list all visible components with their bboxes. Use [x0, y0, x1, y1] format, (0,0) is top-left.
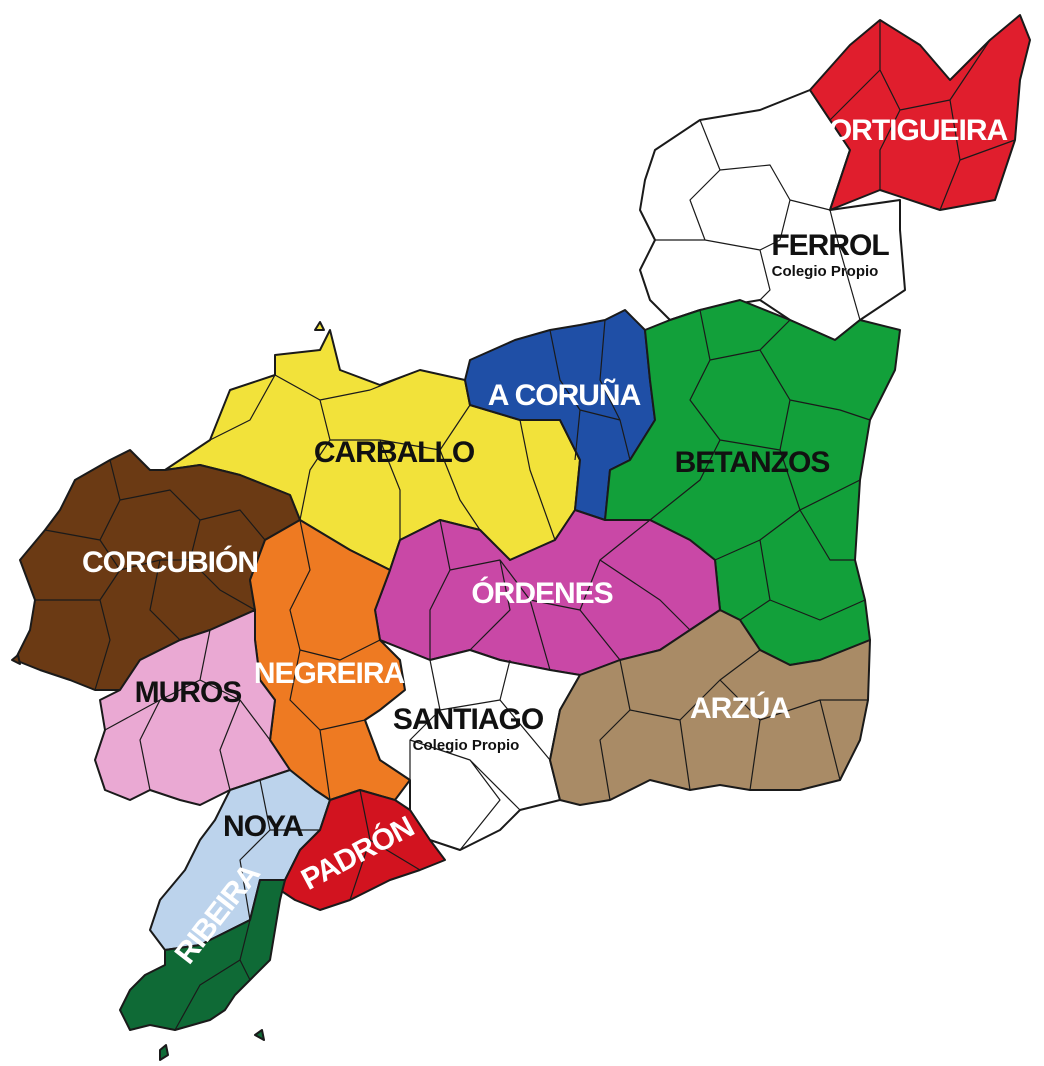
label-carballo: CARBALLO: [314, 436, 475, 469]
region-ribeira[interactable]: [119, 879, 286, 1031]
label-arzua: ARZÚA: [690, 691, 790, 725]
label-a-coruna: A CORUÑA: [488, 378, 641, 412]
region-ortigueira[interactable]: [809, 14, 1031, 211]
label-ortigueira: ORTIGUEIRA: [829, 114, 1008, 147]
label-santiago: SANTIAGO: [393, 703, 544, 736]
label-muros: MUROS: [135, 676, 242, 709]
islets: [11, 321, 325, 1061]
label-negreira: NEGREIRA: [254, 657, 405, 690]
label-betanzos: BETANZOS: [675, 446, 830, 479]
label-ferrol: FERROL: [771, 229, 889, 262]
region-padron[interactable]: [279, 789, 446, 911]
region-ortigueira-shape: [809, 14, 1031, 211]
region-santiago[interactable]: [364, 639, 581, 851]
region-padron-shape: [279, 789, 446, 911]
label-ferrol-sub: Colegio Propio: [772, 263, 879, 280]
label-ordenes: ÓRDENES: [471, 576, 612, 610]
region-santiago-shape: [364, 639, 581, 851]
region-ribeira-shape: [119, 879, 286, 1031]
label-corcubion: CORCUBIÓN: [82, 545, 258, 579]
label-noya: NOYA: [223, 810, 303, 843]
label-santiago-sub: Colegio Propio: [413, 737, 520, 754]
region-arzua[interactable]: [549, 609, 871, 806]
region-arzua-shape: [549, 609, 871, 806]
